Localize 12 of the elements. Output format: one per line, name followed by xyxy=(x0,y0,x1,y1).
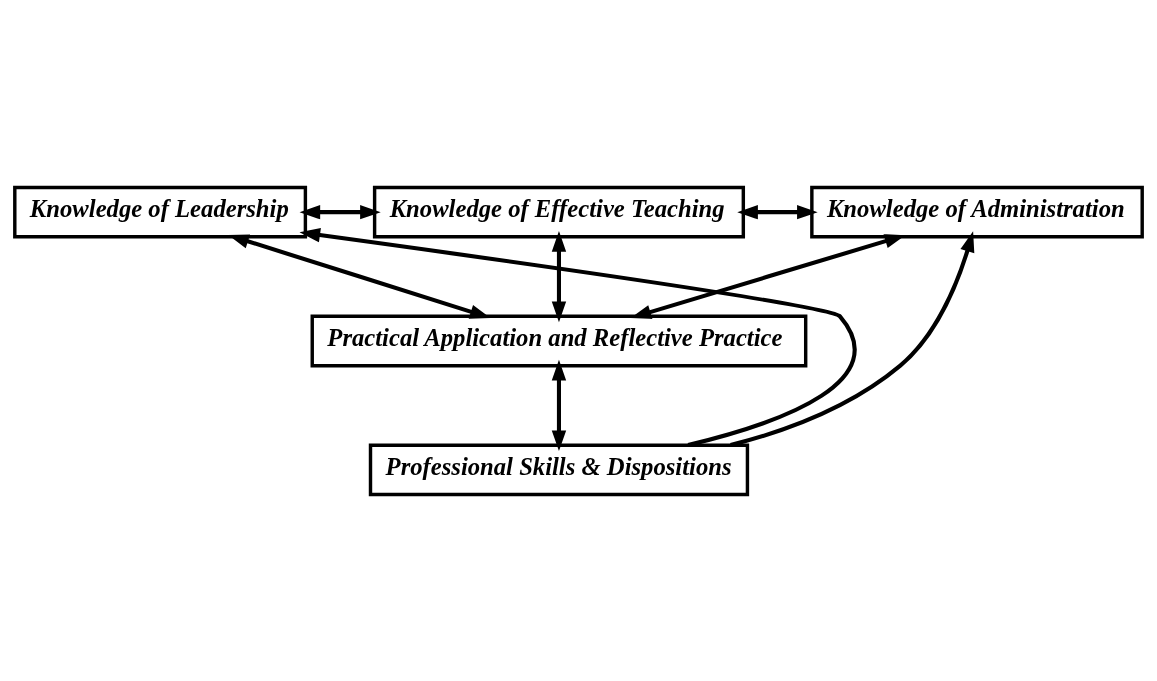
arrow xyxy=(730,230,975,447)
node-box: Knowledge of Leadership xyxy=(13,185,308,239)
arrow xyxy=(551,230,567,322)
node-box: Practical Application and Reflective Practice xyxy=(310,314,808,367)
node-box: Knowledge of Effective Teaching xyxy=(372,185,746,239)
node-box: Professional Skills & Dispositions xyxy=(368,442,750,496)
arrow xyxy=(299,204,381,219)
arrow xyxy=(551,359,567,451)
arrow xyxy=(299,227,857,447)
arrow xyxy=(228,233,491,319)
arrow xyxy=(737,204,818,219)
node-box: Knowledge of Administration xyxy=(810,185,1144,239)
